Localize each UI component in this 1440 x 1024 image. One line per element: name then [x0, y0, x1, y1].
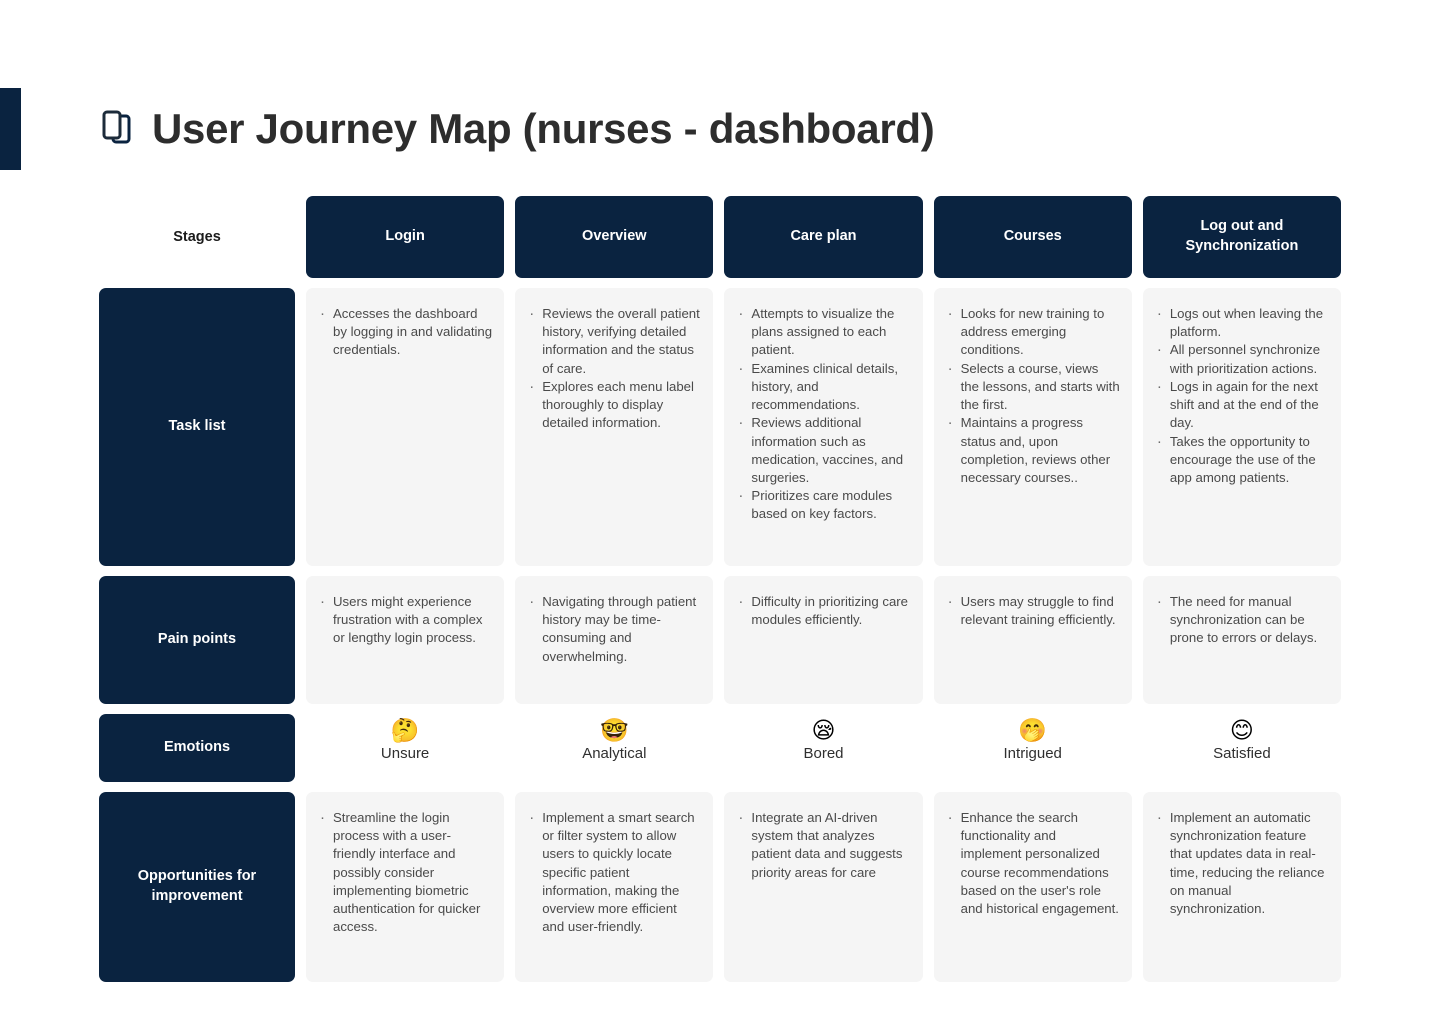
- bullet-list: Attempts to visualize the plans assigned…: [734, 304, 910, 524]
- bullet-item: Users may struggle to find relevant trai…: [944, 592, 1120, 629]
- bullet-item: Explores each menu label thoroughly to d…: [525, 377, 701, 433]
- emotion-label: Bored: [803, 745, 844, 762]
- bullet-item: Enhance the search functionality and imp…: [944, 808, 1120, 918]
- pain-points-cell-logout-sync: The need for manual synchronization can …: [1142, 576, 1342, 704]
- bullet-item: Implement an automatic synchronization f…: [1153, 808, 1329, 918]
- row-label-emotions: Emotions: [99, 714, 295, 782]
- stage-header-care-plan[interactable]: Care plan: [724, 196, 923, 278]
- bullet-item: Reviews the overall patient history, ver…: [525, 304, 701, 378]
- bullet-list: Difficulty in prioritizing care modules …: [734, 592, 910, 629]
- bullet-list: Implement an automatic synchronization f…: [1153, 808, 1329, 918]
- journey-map-grid: Stages Login Overview Care plan Courses …: [99, 196, 1342, 982]
- bullet-list: Enhance the search functionality and imp…: [944, 808, 1120, 918]
- opportunities-cell-courses: Enhance the search functionality and imp…: [933, 792, 1132, 982]
- bullet-item: Prioritizes care modules based on key fa…: [734, 486, 910, 523]
- bullet-list: Reviews the overall patient history, ver…: [525, 304, 701, 433]
- emotion-label: Analytical: [582, 745, 647, 762]
- nerd-face-emoji: 🤓: [599, 718, 629, 744]
- bullet-list: Logs out when leaving the platform.All p…: [1153, 304, 1329, 488]
- stages-corner-label: Stages: [173, 229, 221, 245]
- stage-header-logout-sync[interactable]: Log out and Synchronization: [1142, 196, 1342, 278]
- row-label-task-list: Task list: [99, 288, 295, 566]
- opportunities-row: Opportunities for improvement Streamline…: [99, 792, 1342, 982]
- smiling-face-emoji: 😊: [1229, 718, 1254, 744]
- bullet-item: Users might experience frustration with …: [316, 592, 492, 648]
- bullet-item: Examines clinical details, history, and …: [734, 359, 910, 415]
- emotion-cell-courses: 🤭 Intrigued: [934, 714, 1132, 782]
- bullet-item: Maintains a progress status and, upon co…: [944, 413, 1120, 487]
- emotion-cell-login: 🤔 Unsure: [306, 714, 504, 782]
- bullet-item: Logs out when leaving the platform.: [1153, 304, 1329, 341]
- emotion-cell-care-plan: 😪 Bored: [724, 714, 922, 782]
- bullet-item: Looks for new training to address emergi…: [944, 304, 1120, 360]
- bullet-item: Takes the opportunity to encourage the u…: [1153, 432, 1329, 488]
- bullet-item: All personnel synchronize with prioritiz…: [1153, 340, 1329, 377]
- opportunities-cell-overview: Implement a smart search or filter syste…: [515, 792, 714, 982]
- task-list-cell-overview: Reviews the overall patient history, ver…: [515, 288, 714, 566]
- task-list-cell-login: Accesses the dashboard by logging in and…: [306, 288, 505, 566]
- pain-points-cell-login: Users might experience frustration with …: [306, 576, 505, 704]
- sleepy-face-emoji: 😪: [811, 718, 836, 744]
- bullet-list: Accesses the dashboard by logging in and…: [316, 304, 492, 360]
- bullet-item: Difficulty in prioritizing care modules …: [734, 592, 910, 629]
- task-list-cell-care-plan: Attempts to visualize the plans assigned…: [724, 288, 923, 566]
- bullet-item: Accesses the dashboard by logging in and…: [316, 304, 492, 360]
- row-label-opportunities: Opportunities for improvement: [99, 792, 295, 982]
- stage-header-courses[interactable]: Courses: [933, 196, 1132, 278]
- task-list-row: Task list Accesses the dashboard by logg…: [99, 288, 1342, 566]
- bullet-list: Streamline the login process with a user…: [316, 808, 492, 937]
- emotions-row: Emotions 🤔 Unsure 🤓 Analytical 😪 Bored 🤭…: [99, 714, 1341, 782]
- page-header: User Journey Map (nurses - dashboard): [100, 96, 935, 162]
- thinking-face-emoji: 🤔: [390, 718, 420, 744]
- stage-header-overview[interactable]: Overview: [515, 196, 714, 278]
- bullet-list: The need for manual synchronization can …: [1153, 592, 1329, 648]
- bullet-list: Integrate an AI-driven system that analy…: [734, 808, 910, 882]
- stage-header-login[interactable]: Login: [306, 196, 505, 278]
- opportunities-cell-login: Streamline the login process with a user…: [306, 792, 505, 982]
- bullet-list: Navigating through patient history may b…: [525, 592, 701, 666]
- bullet-item: Streamline the login process with a user…: [316, 808, 492, 937]
- emotion-cell-overview: 🤓 Analytical: [515, 714, 713, 782]
- page-title: User Journey Map (nurses - dashboard): [152, 105, 935, 152]
- bullet-item: Reviews additional information such as m…: [734, 413, 910, 487]
- stages-header-row: Stages Login Overview Care plan Courses …: [99, 196, 1342, 278]
- bullet-item: Attempts to visualize the plans assigned…: [734, 304, 910, 360]
- bullet-list: Users may struggle to find relevant trai…: [944, 592, 1120, 629]
- opportunities-cell-logout-sync: Implement an automatic synchronization f…: [1142, 792, 1342, 982]
- copy-pages-icon: [100, 109, 134, 149]
- task-list-cell-logout-sync: Logs out when leaving the platform.All p…: [1142, 288, 1342, 566]
- bullet-item: Logs in again for the next shift and at …: [1153, 377, 1329, 433]
- bullet-item: Selects a course, views the lessons, and…: [944, 359, 1120, 415]
- task-list-cell-courses: Looks for new training to address emergi…: [933, 288, 1132, 566]
- pain-points-cell-courses: Users may struggle to find relevant trai…: [933, 576, 1132, 704]
- bullet-item: Implement a smart search or filter syste…: [525, 808, 701, 937]
- left-accent-bar: [0, 88, 21, 170]
- pain-points-row: Pain points Users might experience frust…: [99, 576, 1342, 704]
- row-label-pain-points: Pain points: [99, 576, 295, 704]
- emotion-label: Satisfied: [1213, 745, 1271, 762]
- pain-points-cell-care-plan: Difficulty in prioritizing care modules …: [724, 576, 923, 704]
- bullet-item: The need for manual synchronization can …: [1153, 592, 1329, 648]
- bullet-item: Integrate an AI-driven system that analy…: [734, 808, 910, 882]
- emotion-label: Unsure: [380, 745, 430, 762]
- bullet-list: Looks for new training to address emergi…: [944, 304, 1120, 487]
- pain-points-cell-overview: Navigating through patient history may b…: [515, 576, 714, 704]
- bullet-list: Users might experience frustration with …: [316, 592, 492, 648]
- bullet-list: Implement a smart search or filter syste…: [525, 808, 701, 937]
- emotion-label: Intrigued: [1003, 745, 1062, 762]
- hand-over-mouth-emoji: 🤭: [1018, 718, 1048, 744]
- emotion-cell-logout-sync: 😊 Satisfied: [1143, 714, 1341, 782]
- bullet-item: Navigating through patient history may b…: [525, 592, 701, 666]
- opportunities-cell-care-plan: Integrate an AI-driven system that analy…: [724, 792, 923, 982]
